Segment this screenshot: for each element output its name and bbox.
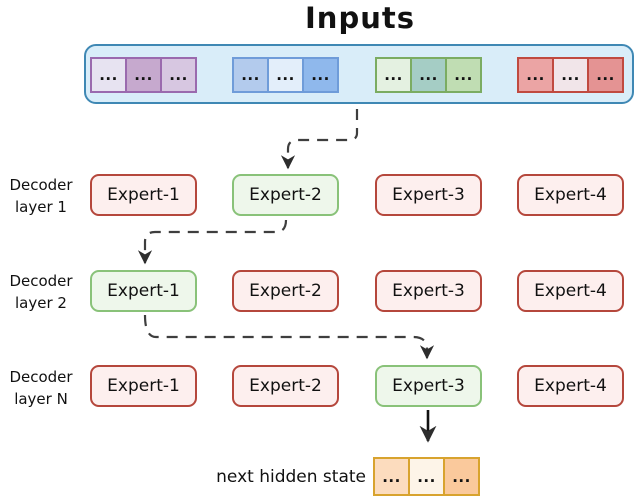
layer2-expert-1-active: Expert-1 — [90, 270, 197, 312]
token-cell: ... — [552, 59, 587, 91]
token-cell: ... — [234, 59, 267, 91]
token-cell: ... — [410, 59, 445, 91]
layer2-expert-4: Expert-4 — [517, 270, 624, 312]
layerN-expert-3-active: Expert-3 — [375, 365, 482, 407]
token-cell: ... — [160, 59, 195, 91]
layer1-expert-3: Expert-3 — [375, 174, 482, 216]
layerN-expert-2: Expert-2 — [232, 365, 339, 407]
layerN-expert-1: Expert-1 — [90, 365, 197, 407]
next-hidden-state-cells: ... ... ... — [373, 457, 480, 496]
token-cell: ... — [302, 59, 337, 91]
route-arrow-inputs-to-layer1-expert2 — [280, 109, 359, 170]
token-cell: ... — [92, 59, 125, 91]
decoder-layer-N-label: Decoder layer N — [9, 368, 73, 408]
layer1-expert-4: Expert-4 — [517, 174, 624, 216]
token-cell: ... — [125, 59, 160, 91]
route-arrow-layer2-to-layerN-expert3 — [143, 314, 435, 360]
layer1-expert-1: Expert-1 — [90, 174, 197, 216]
page-title: Inputs — [305, 1, 415, 35]
layer2-expert-2: Expert-2 — [232, 270, 339, 312]
decoder-layer-1-label: Decoder layer 1 — [9, 176, 73, 216]
token-cell: ... — [267, 59, 302, 91]
route-arrow-layer1-to-layer2-expert1 — [137, 219, 288, 265]
layer2-expert-3: Expert-3 — [375, 270, 482, 312]
inputs-container: ... ... ... ... ... ... ... ... ... ... … — [84, 44, 634, 104]
hidden-state-cell: ... — [375, 459, 408, 494]
hidden-state-cell: ... — [443, 459, 478, 494]
input-token-group-red: ... ... ... — [517, 57, 624, 93]
next-hidden-state-label: next hidden state — [216, 467, 366, 487]
hidden-state-cell: ... — [408, 459, 443, 494]
layerN-expert-4: Expert-4 — [517, 365, 624, 407]
input-token-group-purple: ... ... ... — [90, 57, 197, 93]
input-token-group-blue: ... ... ... — [232, 57, 339, 93]
token-cell: ... — [445, 59, 480, 91]
layer1-expert-2-active: Expert-2 — [232, 174, 339, 216]
token-cell: ... — [587, 59, 622, 91]
token-cell: ... — [519, 59, 552, 91]
decoder-layer-2-label: Decoder layer 2 — [9, 272, 73, 312]
token-cell: ... — [377, 59, 410, 91]
input-token-group-green: ... ... ... — [375, 57, 482, 93]
